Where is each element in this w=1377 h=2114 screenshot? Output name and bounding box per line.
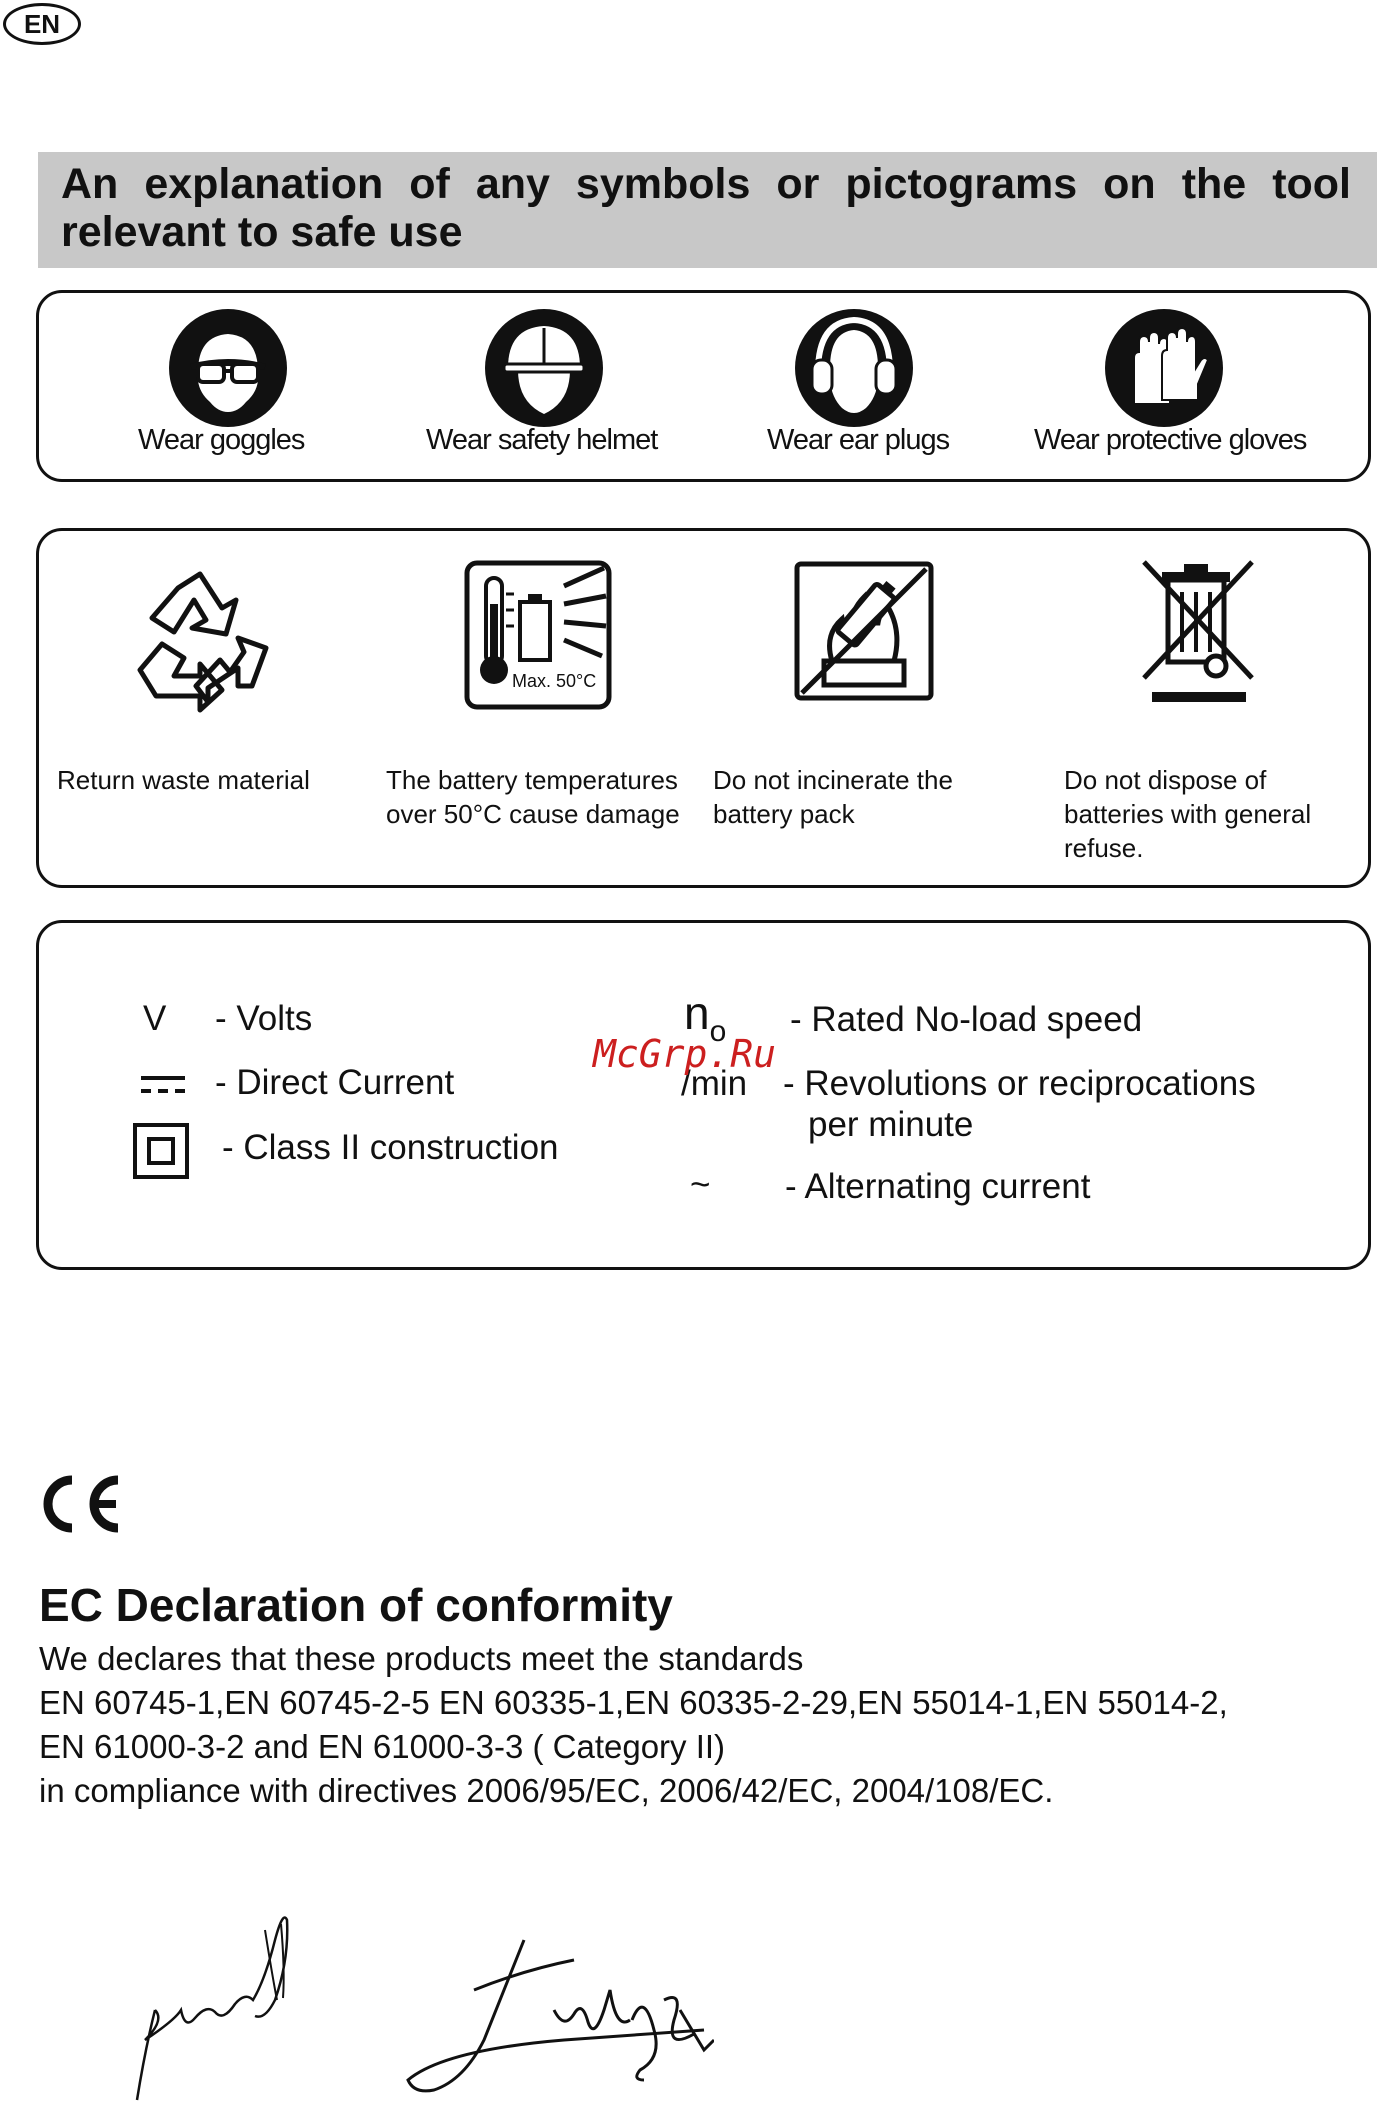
volts-symbol: V bbox=[143, 999, 167, 1038]
units-panel bbox=[36, 920, 1371, 1270]
battery-temperature-icon bbox=[464, 560, 612, 710]
battery-temperature-icon-text: Max. 50°C bbox=[512, 671, 597, 691]
direct-current-text: - Direct Current bbox=[215, 1063, 455, 1102]
alternating-current-symbol: ~ bbox=[690, 1165, 711, 1204]
signature-2 bbox=[406, 1939, 714, 2093]
ce-mark-icon bbox=[43, 1475, 119, 1533]
volts-text: - Volts bbox=[215, 999, 313, 1038]
battery-caption-dispose: Do not dispose of batteries with general… bbox=[1064, 765, 1312, 863]
no-incinerate-icon bbox=[794, 561, 934, 701]
revolutions-text: - Revolutions or reciprocations bbox=[783, 1064, 1256, 1103]
safety-goggles-icon bbox=[169, 309, 287, 427]
revolutions-text-line2: per minute bbox=[808, 1105, 974, 1144]
ppe-label-gloves: Wear protective gloves bbox=[1034, 424, 1307, 456]
battery-caption-temperature: The battery temperatures over 50°C cause… bbox=[386, 765, 680, 829]
recycle-icon bbox=[137, 571, 269, 713]
declaration-line: in compliance with directives 2006/95/EC… bbox=[39, 1772, 1054, 1809]
class-ii-text: - Class II construction bbox=[222, 1128, 559, 1167]
ppe-label-goggles: Wear goggles bbox=[138, 424, 305, 456]
per-minute-symbol: /min bbox=[681, 1064, 748, 1103]
alternating-current-text: - Alternating current bbox=[785, 1167, 1091, 1206]
language-badge: EN bbox=[3, 3, 81, 45]
ppe-label-helmet: Wear safety helmet bbox=[426, 424, 658, 456]
safety-helmet-icon bbox=[485, 309, 603, 427]
protective-gloves-icon bbox=[1105, 309, 1223, 427]
declaration-line: We declares that these products meet the… bbox=[39, 1640, 804, 1677]
signature-1 bbox=[135, 1916, 289, 2101]
ear-protection-icon bbox=[795, 309, 913, 427]
direct-current-icon bbox=[141, 1076, 185, 1093]
crossed-bin-icon bbox=[1142, 560, 1254, 702]
no-load-speed-symbol: no bbox=[684, 986, 726, 1049]
declaration-title: EC Declaration of conformity bbox=[39, 1579, 673, 1631]
battery-caption-recycle: Return waste material bbox=[57, 765, 310, 795]
declaration-line: EN 61000-3-2 and EN 61000-3-3 ( Category… bbox=[39, 1728, 726, 1765]
no-load-speed-text: - Rated No-load speed bbox=[790, 1000, 1143, 1039]
no-load-speed-symbol-main: n bbox=[684, 987, 710, 1039]
no-load-speed-symbol-sub: o bbox=[709, 1015, 727, 1048]
section-banner bbox=[38, 152, 1377, 268]
ppe-label-ear-plugs: Wear ear plugs bbox=[767, 424, 950, 456]
battery-panel bbox=[36, 528, 1371, 888]
declaration-line: EN 60745-1,EN 60745-2-5 EN 60335-1,EN 60… bbox=[39, 1684, 1228, 1721]
watermark: McGrp.Ru bbox=[593, 1032, 777, 1076]
section-title: An explanation of any symbols or pictogr… bbox=[61, 160, 1351, 256]
class-ii-icon bbox=[133, 1123, 189, 1179]
ppe-panel bbox=[36, 290, 1371, 482]
battery-caption-incinerate: Do not incinerate the battery pack bbox=[713, 765, 953, 829]
